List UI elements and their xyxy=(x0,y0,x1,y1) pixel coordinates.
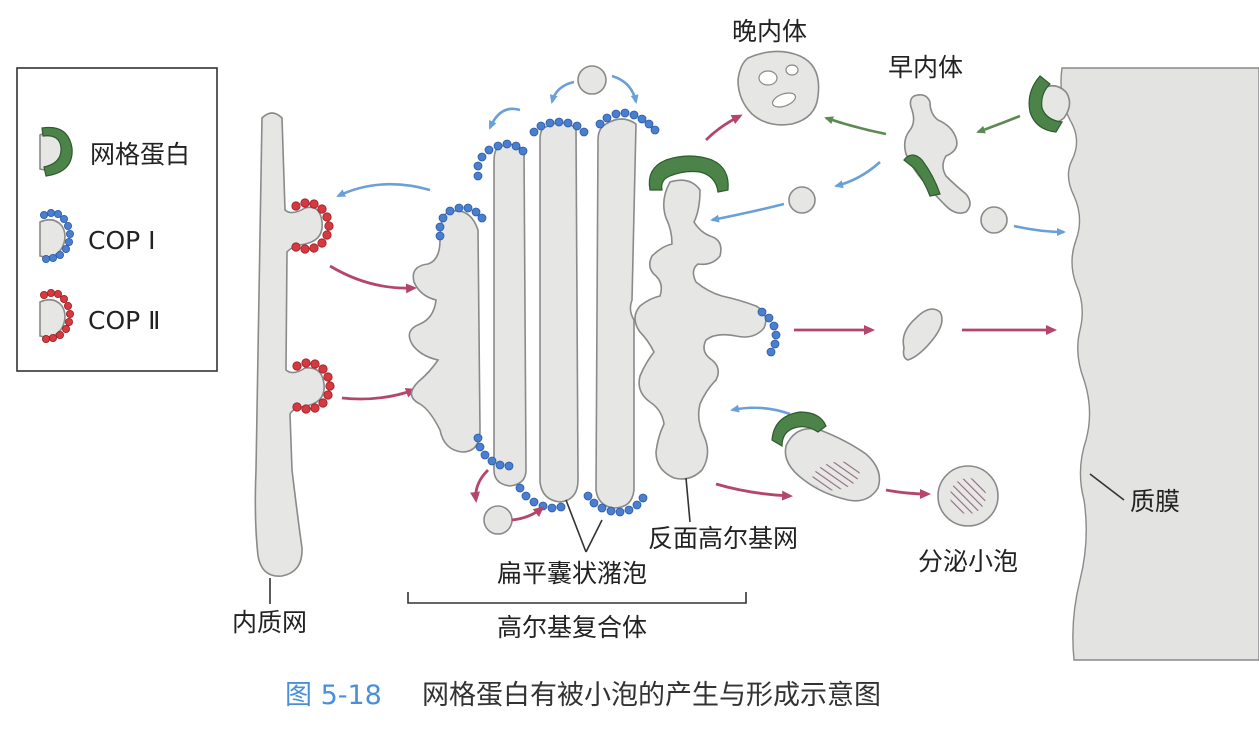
recycling-vesicle xyxy=(788,186,816,214)
late-endosome xyxy=(737,50,820,126)
arrow-cycle-5 xyxy=(511,506,545,522)
golgi-cisterna-4 xyxy=(595,118,637,509)
immature-secretory-granule xyxy=(771,411,881,502)
legend-copii-icon xyxy=(39,288,75,343)
arrow-cycle-2 xyxy=(549,80,575,104)
golgi-cisterna-2 xyxy=(493,143,527,487)
cisternae-label: 扁平囊状潴泡 xyxy=(497,559,647,588)
legend-clathrin-icon xyxy=(39,126,73,177)
arrow-er-to-golgi-lower xyxy=(341,387,417,401)
golgi-cisterna-3 xyxy=(539,122,579,503)
tgn-copi-bud xyxy=(757,307,781,357)
arrow-tgn-to-granule xyxy=(715,482,793,501)
golgi-complex-label: 高尔基复合体 xyxy=(497,613,647,642)
secretory-vesicle xyxy=(937,465,999,527)
tgn-pointer xyxy=(685,477,691,523)
arrow-cycle-3 xyxy=(611,74,639,104)
arrow-retrograde-to-er xyxy=(336,182,431,198)
cisternae-pointer-left xyxy=(565,499,587,553)
copi-coat-c4-top xyxy=(595,108,660,135)
transport-vesicle-bottom xyxy=(483,505,513,535)
tgn-clathrin-coat xyxy=(648,155,729,193)
transport-vesicle-top xyxy=(577,65,607,95)
arrow-tgn-to-late-endosome xyxy=(705,114,743,141)
copii-coat-lower xyxy=(292,358,335,414)
copi-coat-cis-top xyxy=(435,203,487,241)
er-label: 内质网 xyxy=(232,608,307,637)
copi-coat-c3-top xyxy=(529,117,589,137)
secretory-vesicle-label: 分泌小泡 xyxy=(918,547,1018,576)
trans-golgi-network xyxy=(634,179,767,480)
late-endosome-label: 晚内体 xyxy=(732,17,807,46)
er-membrane xyxy=(254,112,325,577)
early-endosome xyxy=(903,94,971,214)
legend-clathrin-label: 网格蛋白 xyxy=(90,140,190,169)
plasma-membrane-label: 质膜 xyxy=(1130,487,1180,516)
arrow-er-to-golgi-upper xyxy=(329,264,417,294)
arrow-early-to-late-endosome xyxy=(824,116,887,136)
copii-coat-upper xyxy=(291,198,334,254)
arrow-cycle-4 xyxy=(470,469,490,503)
recycling-vesicle-2 xyxy=(980,206,1008,234)
figure-number: 图 5-18 xyxy=(285,680,382,711)
legend-copi-label: COP Ⅰ xyxy=(88,226,156,255)
arrow-return-to-tgn xyxy=(730,404,791,416)
figure-caption: 网格蛋白有被小泡的产生与形成示意图 xyxy=(422,680,881,711)
legend: 网格蛋白 COP Ⅰ COP Ⅱ xyxy=(16,67,218,372)
pm-pointer xyxy=(1089,473,1125,501)
pm-clathrin-pit xyxy=(1028,75,1071,133)
arrow-pm-to-early-endosome xyxy=(976,114,1021,134)
arrow-granule-to-secretory-vesicle xyxy=(885,488,931,499)
plasma-membrane xyxy=(1060,67,1259,661)
arrow-early-endosome-to-vesicle xyxy=(834,161,881,189)
golgi-cis-cisterna xyxy=(408,210,481,453)
cisternae-pointer-right xyxy=(585,519,603,553)
early-endosome-label: 早内体 xyxy=(888,53,963,82)
arrow-cycle-1 xyxy=(488,107,521,130)
legend-copii-label: COP Ⅱ xyxy=(88,306,160,335)
arrow-vesicle-to-tgn xyxy=(710,202,785,223)
constitutive-carrier xyxy=(902,308,943,361)
copi-coat-c2-top xyxy=(473,139,528,181)
tgn-label: 反面高尔基网 xyxy=(648,524,798,553)
arrow-vesicle-to-pm xyxy=(1013,224,1066,236)
copi-coat-c4-bottom xyxy=(583,491,648,517)
golgi-bracket xyxy=(407,592,747,604)
legend-copi-icon xyxy=(39,208,75,263)
copi-coat-c2-bottom xyxy=(473,433,514,471)
